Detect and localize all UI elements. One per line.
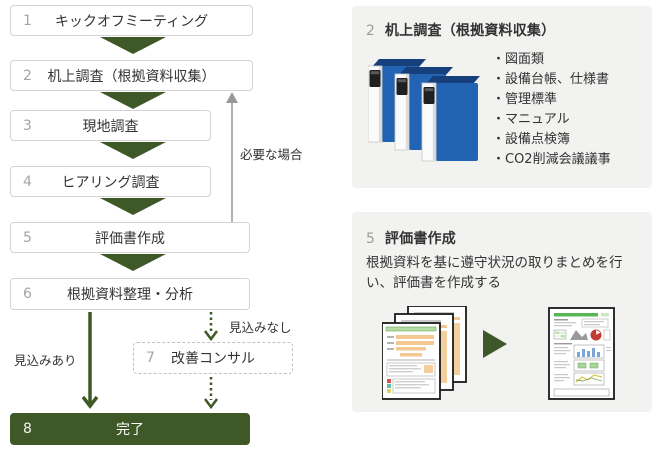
step-number: 2 [23, 67, 32, 84]
document-list: ・図面類 ・設備台帳、仕様書 ・管理標準 ・マニュアル ・設備点検簿 ・CO2削… [492, 50, 611, 170]
step-label: 根拠資料整理・分析 [67, 287, 193, 303]
label-if-needed: 必要な場合 [240, 147, 303, 162]
arrow-step5-6 [100, 254, 166, 271]
flow-step-report-creation: 5 評価書作成 [10, 222, 250, 253]
binders-icon [367, 56, 486, 162]
step-label: 完了 [116, 422, 144, 438]
panel-step-number: 5 [366, 231, 375, 247]
panel-desk-survey: 2 机上調査（根拠資料収集） [352, 6, 652, 188]
step-label: キックオフミーティング [54, 13, 209, 30]
panel-title: 評価書作成 [384, 231, 456, 247]
list-item: ・設備点検簿 [492, 132, 571, 147]
flow-step-improvement-consult: 7 改善コンサル [133, 342, 293, 374]
panel-header: 2 机上調査（根拠資料収集） [366, 20, 555, 40]
step-number: 7 [146, 350, 155, 366]
flow-step-site-survey: 3 現地調査 [10, 110, 211, 141]
list-item: ・図面類 [492, 52, 545, 67]
return-arrow [226, 92, 238, 222]
flow-step-complete: 8 完了 [10, 413, 250, 445]
step-label: ヒアリング調査 [61, 174, 160, 191]
list-item: ・設備台帳、仕様書 [492, 72, 610, 87]
step-label: 机上調査（根拠資料収集） [47, 68, 216, 85]
step-label: 評価書作成 [95, 230, 165, 247]
list-item: ・CO2削減会議議事 [492, 152, 611, 167]
arrow-step4-5 [100, 198, 166, 215]
panel-title: 机上調査（根拠資料収集） [384, 23, 556, 39]
flow-step-hearing: 4 ヒアリング調査 [10, 166, 211, 197]
evaluation-report-icon [548, 307, 615, 400]
panel-step-number: 2 [366, 23, 375, 39]
consult-to-done-arrow [204, 377, 218, 410]
step-number: 4 [23, 173, 32, 190]
source-documents-icon [381, 305, 474, 402]
list-item: ・管理標準 [492, 92, 558, 107]
step-number: 5 [23, 229, 32, 246]
panel-body-text: 根拠資料を基に遵守状況の取りまとめを行い、評価書を作成する [366, 255, 623, 291]
prospect-yes-arrow [81, 312, 99, 409]
panel-report-creation: 5 評価書作成 根拠資料を基に遵守状況の取りまとめを行い、評価書を作成する [352, 212, 652, 412]
flow-step-desk-survey: 2 机上調査（根拠資料収集） [10, 60, 253, 91]
step-number: 8 [23, 421, 32, 437]
step-label: 現地調査 [82, 118, 139, 135]
step-number: 6 [23, 286, 32, 302]
step-number: 1 [23, 12, 32, 29]
arrow-step3-4 [100, 142, 166, 159]
step-number: 3 [23, 117, 32, 134]
step-label: 改善コンサル [171, 351, 255, 367]
flow-step-analysis: 6 根拠資料整理・分析 [10, 278, 250, 310]
doc-page-front [381, 322, 441, 400]
arrow-step1-2 [100, 37, 166, 54]
label-prospect-no: 見込みなし [229, 320, 292, 335]
panel-header: 5 評価書作成 [366, 228, 456, 248]
prospect-no-arrow [204, 312, 218, 342]
flow-step-kickoff: 1 キックオフミーティング [10, 5, 253, 36]
arrow-step2-3 [100, 92, 166, 109]
list-item: ・マニュアル [492, 112, 570, 127]
right-arrow-icon [483, 330, 507, 358]
binder-front [421, 76, 480, 162]
label-prospect-yes: 見込みあり [14, 353, 77, 368]
